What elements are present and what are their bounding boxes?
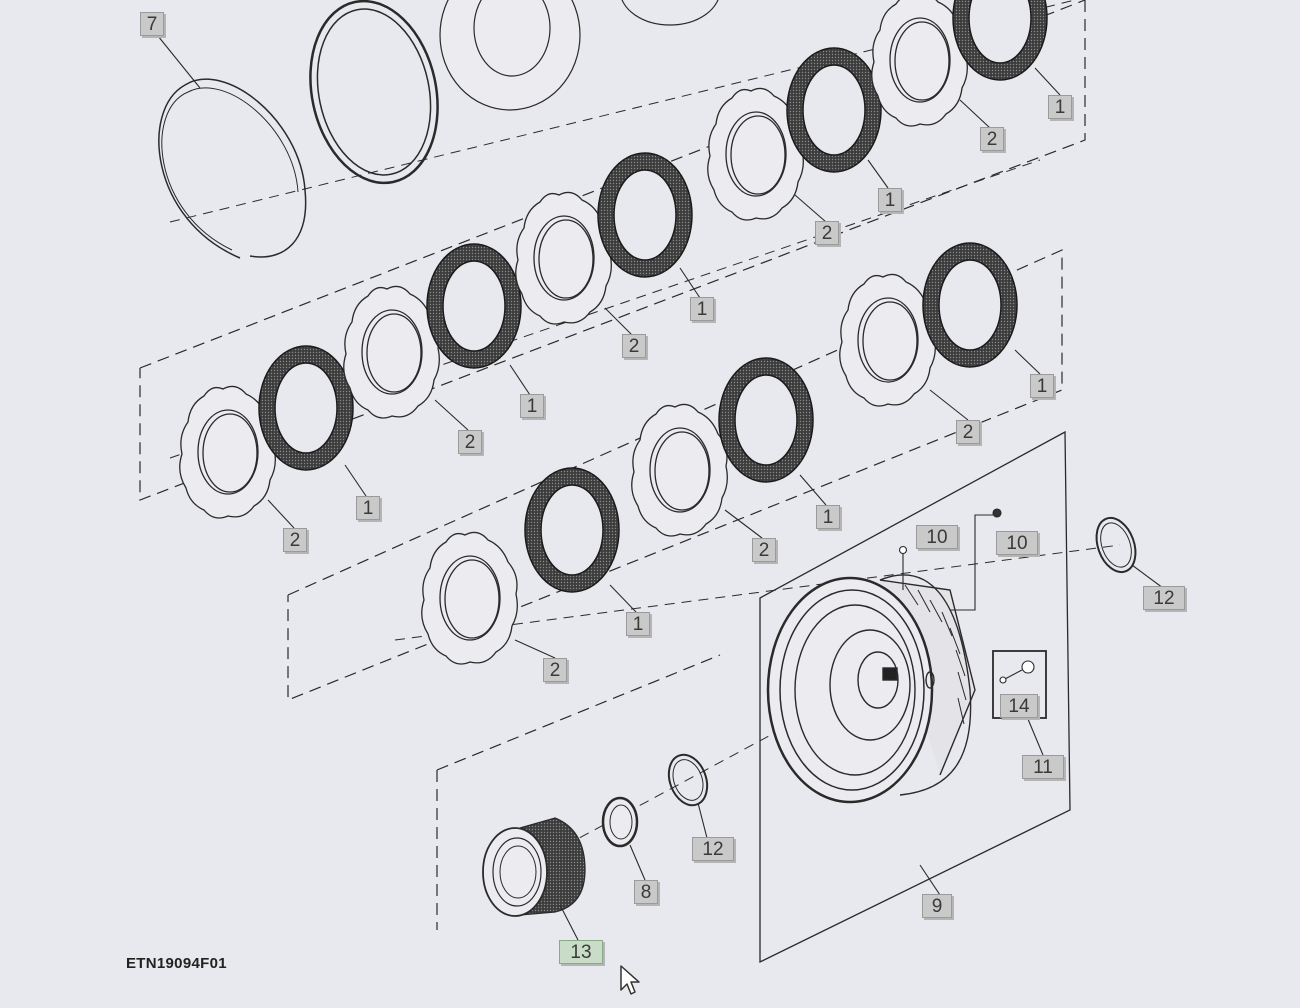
figure-id: ETN19094F01 (126, 955, 227, 972)
callout-8: 8 (634, 880, 658, 904)
callout-2: 2 (752, 538, 776, 562)
callout-2: 2 (622, 334, 646, 358)
callout-10: 10 (916, 525, 958, 549)
callout-1: 1 (1048, 95, 1072, 119)
callout-1: 1 (816, 505, 840, 529)
callout-10: 10 (996, 531, 1038, 555)
callout-1: 1 (878, 188, 902, 212)
callout-11: 11 (1022, 755, 1064, 779)
callout-1: 1 (690, 297, 714, 321)
callout-1: 1 (626, 612, 650, 636)
callout-2: 2 (956, 420, 980, 444)
callout-13[interactable]: 13 (559, 940, 603, 964)
callout-14: 14 (1000, 694, 1038, 718)
callout-2: 2 (458, 430, 482, 454)
callout-7: 7 (140, 12, 164, 36)
callout-1: 1 (356, 496, 380, 520)
callout-2: 2 (543, 658, 567, 682)
callout-12: 12 (692, 837, 734, 861)
callout-1: 1 (1030, 374, 1054, 398)
callout-2: 2 (980, 127, 1004, 151)
callout-2: 2 (815, 221, 839, 245)
callout-9: 9 (922, 894, 952, 918)
callout-1: 1 (520, 394, 544, 418)
callout-2: 2 (283, 528, 307, 552)
callout-12: 12 (1143, 586, 1185, 610)
mouse-pointer-icon (620, 965, 640, 995)
